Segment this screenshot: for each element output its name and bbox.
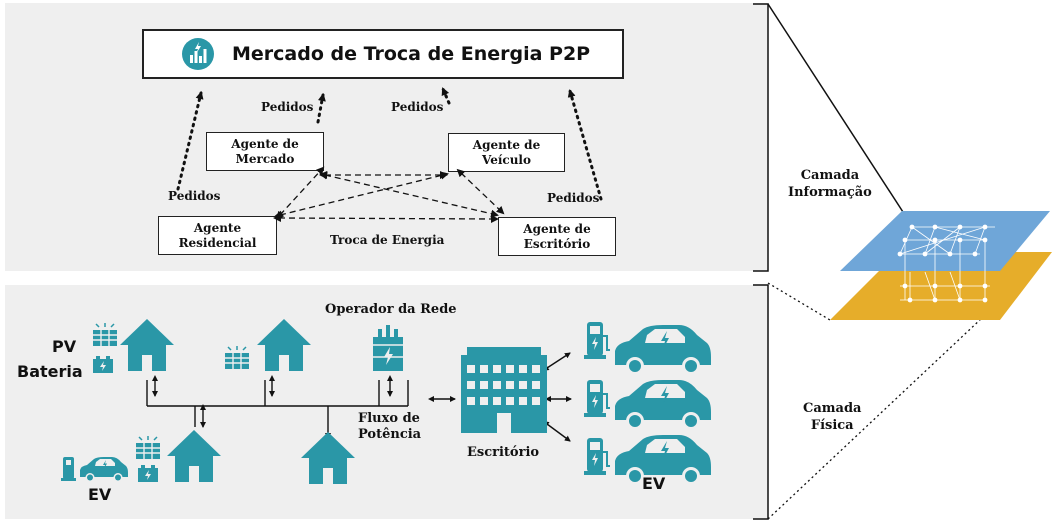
house-icon [120, 319, 174, 371]
battery-icon [138, 465, 158, 482]
ev-label-right: EV [642, 474, 666, 493]
house-icon [257, 319, 311, 371]
electric-car-icon [80, 457, 128, 482]
energy-market-icon [182, 38, 214, 70]
requests-label-2: Pedidos [391, 100, 444, 114]
ev-label-left: EV [88, 485, 112, 504]
house-icon [167, 430, 221, 482]
house-icon [301, 432, 355, 484]
information-layer-panel: Mercado de Troca de Energia P2P Agente d… [5, 3, 768, 271]
charging-station-icon [61, 457, 76, 481]
pv-label: PV [52, 337, 77, 356]
charging-station-icon [583, 379, 611, 418]
grid-operator-label: Operador da Rede [325, 302, 457, 317]
charging-station-icon [583, 321, 611, 360]
p2p-market-box: Mercado de Troca de Energia P2P [142, 29, 624, 79]
electric-car-icon [615, 380, 711, 430]
info-arrows [176, 87, 603, 223]
battery-label: Bateria [17, 362, 83, 381]
requests-label-1: Pedidos [261, 100, 314, 114]
solar-panel-icon [224, 345, 250, 370]
solar-panel-icon [135, 435, 161, 460]
battery-icon [93, 356, 113, 373]
market-title: Mercado de Troca de Energia P2P [232, 42, 591, 65]
requests-label-3: Pedidos [168, 189, 221, 203]
energy-exchange-label: Troca de Energia [330, 233, 445, 247]
office-building-icon [461, 347, 547, 433]
office-label: Escritório [467, 445, 540, 460]
transformer-icon [373, 325, 403, 371]
physical-grid [61, 319, 711, 485]
charging-station-icon [583, 437, 611, 476]
layer-stack-graphic [830, 211, 1052, 320]
electric-car-icon [615, 325, 711, 375]
solar-panel-icon [92, 322, 118, 347]
requests-label-4: Pedidos [547, 191, 600, 205]
